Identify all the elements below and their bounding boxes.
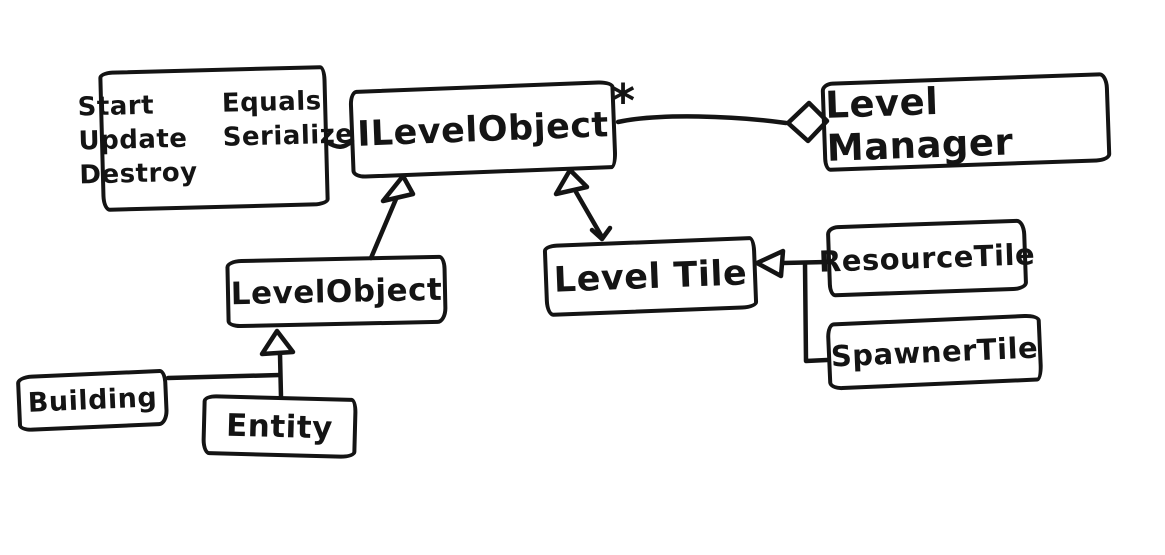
inheritance-triangle-leveltile: [553, 167, 590, 197]
method-destroy: Destroy: [79, 157, 199, 191]
inheritance-triangle-leveltile-children: [754, 248, 786, 279]
aggregation-line: [615, 114, 789, 126]
class-box-entity: Entity: [201, 393, 358, 460]
method-start: Start: [77, 90, 155, 123]
method-empty-cell: [223, 153, 355, 188]
inheritance-line-building: [165, 372, 283, 381]
inheritance-triangle-levelobject-children: [259, 328, 296, 357]
class-label-spawnertile: SpawnerTile: [830, 330, 1039, 374]
class-label-levelobject: LevelObject: [230, 271, 443, 312]
class-box-ilevelobject: ILevelObject: [348, 79, 618, 180]
class-label-leveltile: Level Tile: [553, 252, 748, 301]
class-label-levelmanager: Level Manager: [824, 79, 1014, 170]
class-label-ilevelobject: ILevelObject: [356, 104, 610, 155]
aggregation-diamond-icon: [785, 100, 830, 144]
class-box-levelmanager: Level Manager: [820, 72, 1112, 172]
class-box-levelobject: LevelObject: [225, 254, 448, 329]
method-update: Update: [78, 123, 188, 157]
inheritance-triangle-levelobject: [380, 173, 416, 204]
method-serialize: Serialize: [222, 119, 354, 153]
class-box-resourcetile: ResourceTile: [818, 218, 1036, 298]
class-box-leveltile: Level Tile: [542, 235, 759, 318]
class-box-spawnertile: SpawnerTile: [825, 313, 1044, 391]
class-box-building: Building: [15, 368, 170, 433]
class-box-interface-note: Start Equals Update Serialize Destroy: [77, 65, 354, 212]
class-label-entity: Entity: [225, 407, 334, 446]
class-label-building: Building: [27, 382, 158, 419]
class-label-resourcetile: ResourceTile: [818, 237, 1036, 279]
inheritance-line-spawnertile: [802, 260, 830, 364]
note-attachment-line: [324, 138, 355, 149]
arrowhead-leveltile: [589, 225, 613, 242]
method-equals: Equals: [221, 85, 323, 119]
inheritance-line-levelobject: [368, 196, 399, 261]
interface-methods-list: Start Equals Update Serialize Destroy: [67, 83, 361, 194]
multiplicity-star: *: [611, 74, 636, 128]
inheritance-line-leveltile: [573, 189, 605, 240]
